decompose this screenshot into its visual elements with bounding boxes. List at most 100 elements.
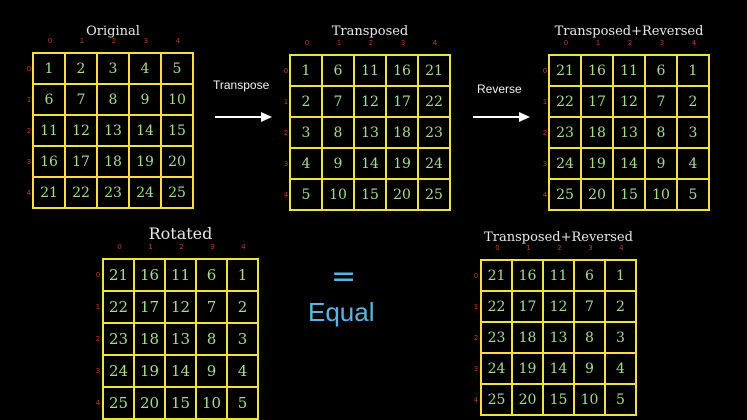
matrix-cell: 1: [606, 261, 637, 292]
matrix-cell: 15: [162, 116, 194, 147]
column-index: 3: [659, 39, 665, 47]
row-index: 1: [95, 303, 101, 311]
column-index: 2: [557, 244, 562, 252]
matrix-cell: 2: [678, 87, 710, 118]
panel-title: Rotated: [148, 224, 213, 243]
matrix-cell: 15: [166, 388, 197, 420]
row-index: 2: [283, 128, 289, 137]
matrix-cell: 12: [614, 87, 646, 118]
panel-title: Transposed: [331, 24, 409, 39]
matrix-cell: 23: [419, 118, 451, 149]
matrix-cell: 4: [130, 54, 162, 85]
matrix-cell: 1: [678, 56, 710, 87]
matrix-cell: 4: [291, 149, 323, 180]
matrix-cell: 8: [646, 118, 678, 149]
matrix-cell: 21: [550, 56, 582, 87]
matrix-cell: 17: [582, 87, 614, 118]
matrix-cell: 13: [355, 118, 387, 149]
column-index: 1: [336, 39, 342, 47]
matrix-cell: 8: [98, 85, 130, 116]
row-index: 2: [542, 128, 548, 137]
transpose-arrow-icon: [215, 112, 272, 122]
matrix-cell: 22: [66, 178, 98, 209]
row-index: 1: [473, 302, 479, 311]
matrix-cell: 25: [104, 388, 135, 420]
matrix-cell: 21: [34, 178, 66, 209]
equals-sign: =: [331, 259, 357, 294]
matrix-cell: 11: [34, 116, 66, 147]
matrix-cell: 13: [98, 116, 130, 147]
matrix-cell: 6: [34, 85, 66, 116]
column-index: 2: [627, 39, 633, 47]
matrix-cell: 5: [228, 388, 259, 420]
matrix-cell: 8: [575, 323, 606, 354]
matrix-cell: 22: [482, 292, 513, 323]
matrix-cell: 10: [323, 180, 355, 211]
matrix-cell: 21: [482, 261, 513, 292]
row-index: 3: [542, 159, 548, 168]
matrix-cell: 9: [130, 85, 162, 116]
column-index: 3: [400, 39, 406, 47]
matrix-cell: 20: [387, 180, 419, 211]
row-index: 4: [26, 188, 32, 197]
matrix-cell: 20: [162, 147, 194, 178]
matrix-cell: 3: [98, 54, 130, 85]
matrix-cell: 14: [544, 354, 575, 385]
matrix-cell: 14: [355, 149, 387, 180]
row-index: 0: [473, 271, 479, 280]
matrix-cell: 12: [166, 292, 197, 324]
column-index: 0: [304, 39, 310, 47]
matrix-cell: 4: [228, 356, 259, 388]
matrix-cell: 18: [582, 118, 614, 149]
matrix-cell: 11: [355, 56, 387, 87]
row-index: 1: [283, 97, 289, 106]
matrix-cell: 3: [228, 324, 259, 356]
matrix-cell: 16: [135, 260, 166, 292]
matrix-cell: 24: [419, 149, 451, 180]
matrix-cell: 22: [550, 87, 582, 118]
row-index: 4: [542, 190, 548, 199]
column-index: 1: [148, 243, 153, 251]
matrix-cell: 9: [646, 149, 678, 180]
matrix-cell: 19: [582, 149, 614, 180]
matrix-cell: 7: [646, 87, 678, 118]
matrix-cell: 9: [323, 149, 355, 180]
column-index: 3: [143, 37, 149, 45]
row-index: 1: [26, 95, 32, 104]
row-index: 3: [473, 364, 479, 373]
row-index: 0: [542, 66, 548, 75]
matrix-cell: 23: [98, 178, 130, 209]
column-index: 0: [47, 37, 53, 45]
matrix-cell: 4: [606, 354, 637, 385]
matrix-cell: 17: [387, 87, 419, 118]
row-index: 3: [95, 367, 101, 375]
matrix-cell: 11: [544, 261, 575, 292]
matrix-cell: 22: [419, 87, 451, 118]
panel-title: Transposed+Reversed: [554, 24, 704, 39]
matrix-cell: 19: [513, 354, 544, 385]
matrix-cell: 21: [104, 260, 135, 292]
matrix-cell: 19: [387, 149, 419, 180]
matrix-cell: 25: [550, 180, 582, 211]
matrix-cell: 20: [582, 180, 614, 211]
column-index: 4: [691, 39, 697, 47]
matrix-cell: 1: [34, 54, 66, 85]
column-index: 1: [526, 244, 531, 252]
matrix-cell: 16: [513, 261, 544, 292]
column-index: 3: [210, 243, 215, 251]
column-index: 0: [563, 39, 569, 47]
matrix-cell: 20: [513, 385, 544, 416]
matrix-cell: 5: [678, 180, 710, 211]
matrix-cell: 23: [104, 324, 135, 356]
column-index: 4: [432, 39, 438, 47]
matrix-cell: 5: [291, 180, 323, 211]
matrix-cell: 15: [544, 385, 575, 416]
matrix-cell: 22: [104, 292, 135, 324]
matrix-cell: 3: [678, 118, 710, 149]
column-index: 4: [619, 244, 624, 252]
